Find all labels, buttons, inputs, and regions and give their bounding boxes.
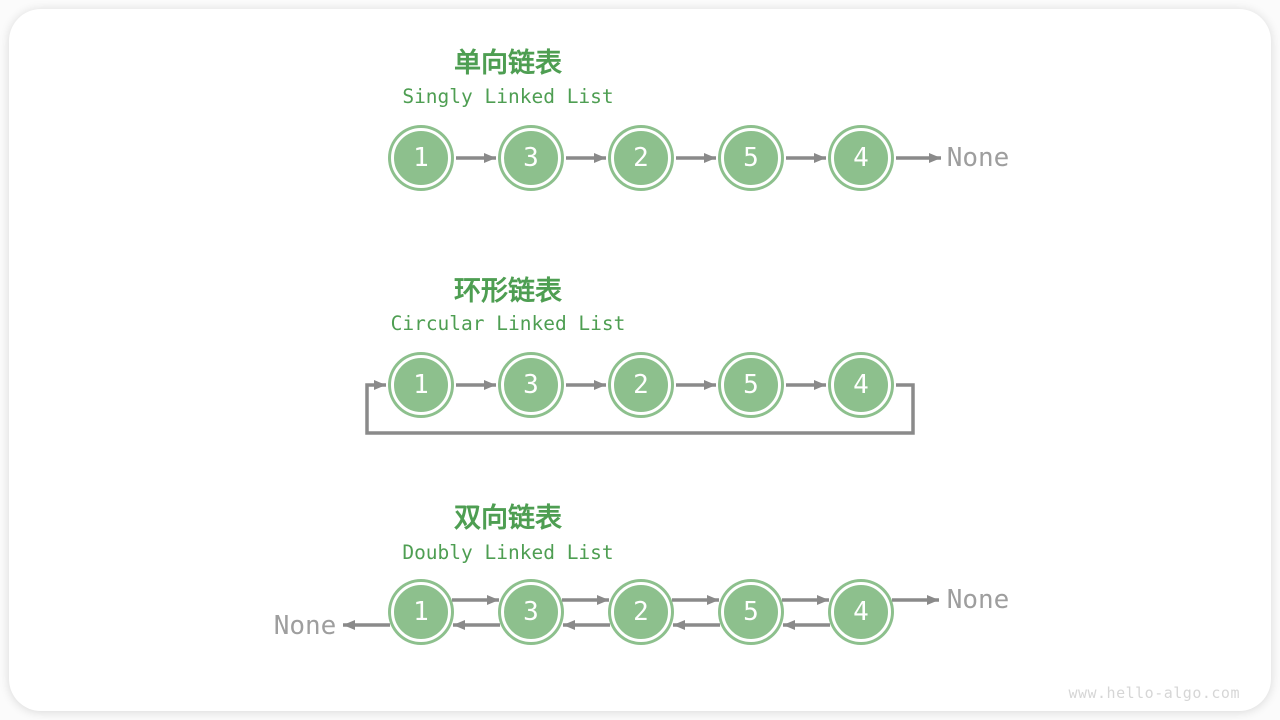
circular-arrows <box>365 380 915 435</box>
singly-node-2: 3 <box>501 128 561 188</box>
singly-node-1: 1 <box>391 128 451 188</box>
doubly-node-5: 4 <box>831 582 891 642</box>
circular-node-3: 2 <box>611 355 671 415</box>
singly-none-label: None <box>946 143 1010 173</box>
singly-node-3: 2 <box>611 128 671 188</box>
singly-title-zh: 单向链表 <box>454 48 562 78</box>
singly-title-en: Singly Linked List <box>402 85 614 108</box>
watermark: www.hello-algo.com <box>1068 684 1240 702</box>
circular-node-5: 4 <box>831 355 891 415</box>
doubly-node-4: 5 <box>721 582 781 642</box>
circular-node-1: 1 <box>391 355 451 415</box>
doubly-none-label-left: None <box>273 611 337 641</box>
circular-node-4: 5 <box>721 355 781 415</box>
doubly-title-en: Doubly Linked List <box>402 541 614 564</box>
doubly-none-label-right: None <box>946 585 1010 615</box>
doubly-node-3: 2 <box>611 582 671 642</box>
circular-title-zh: 环形链表 <box>454 276 562 306</box>
arrow-loop-back <box>365 380 915 435</box>
doubly-title-zh: 双向链表 <box>454 503 562 533</box>
singly-node-5: 4 <box>831 128 891 188</box>
circular-title-en: Circular Linked List <box>390 312 626 335</box>
circular-node-2: 3 <box>501 355 561 415</box>
doubly-node-1: 1 <box>391 582 451 642</box>
doubly-arrows <box>343 595 939 630</box>
doubly-node-2: 3 <box>501 582 561 642</box>
singly-node-4: 5 <box>721 128 781 188</box>
